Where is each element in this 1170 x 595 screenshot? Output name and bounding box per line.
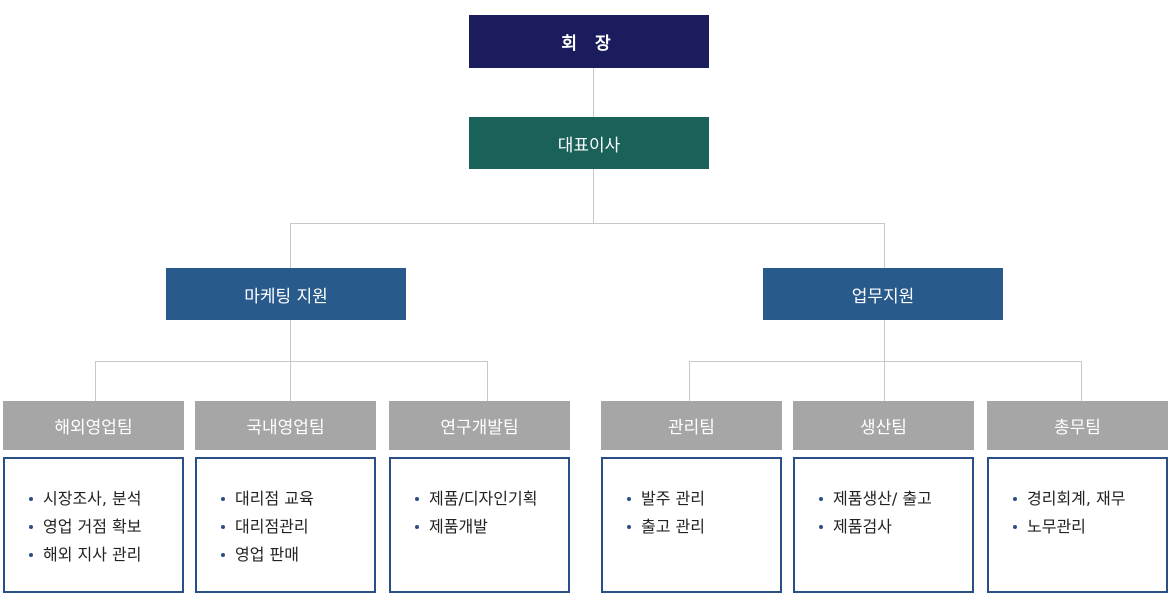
duty-item: 경리회계, 재무 <box>1013 485 1166 513</box>
team-management: 관리팀 <box>601 401 782 450</box>
division-operations-box: 업무지원 <box>763 268 1003 320</box>
duty-item: 노무관리 <box>1013 513 1166 541</box>
duties-production: 제품생산/ 출고 제품검사 <box>793 457 974 593</box>
connector-team-3 <box>487 361 488 401</box>
team-label: 연구개발팀 <box>440 418 519 438</box>
connector-team-2 <box>290 361 291 401</box>
duties-overseas-sales: 시장조사, 분석 영업 거점 확보 해외 지사 관리 <box>3 457 184 593</box>
chairman-label: 회 장 <box>561 34 617 54</box>
connector-to-operations <box>884 223 885 268</box>
team-general-affairs: 총무팀 <box>987 401 1168 450</box>
team-production: 생산팀 <box>793 401 974 450</box>
representative-box: 대표이사 <box>469 117 709 169</box>
connector-team-1 <box>95 361 96 401</box>
duties-domestic-sales: 대리점 교육 대리점관리 영업 판매 <box>195 457 376 593</box>
team-label: 관리팀 <box>668 418 715 438</box>
duty-item: 시장조사, 분석 <box>29 485 182 513</box>
duty-item: 제품생산/ 출고 <box>819 485 972 513</box>
connector-team-5 <box>884 361 885 401</box>
chairman-box: 회 장 <box>469 15 709 68</box>
duty-item: 영업 거점 확보 <box>29 513 182 541</box>
connector-to-marketing <box>290 223 291 268</box>
connector-team-6 <box>1081 361 1082 401</box>
representative-label: 대표이사 <box>557 135 621 156</box>
division-marketing-box: 마케팅 지원 <box>166 268 406 320</box>
duty-item: 제품개발 <box>415 513 568 541</box>
duty-list: 경리회계, 재무 노무관리 <box>989 459 1166 541</box>
connector-operations-bus <box>689 361 1082 362</box>
duty-item: 제품/디자인기획 <box>415 485 568 513</box>
division-label: 업무지원 <box>851 286 915 307</box>
duties-management: 발주 관리 출고 관리 <box>601 457 782 593</box>
duties-general-affairs: 경리회계, 재무 노무관리 <box>987 457 1168 593</box>
connector-team-4 <box>689 361 690 401</box>
team-domestic-sales: 국내영업팀 <box>195 401 376 450</box>
team-label: 생산팀 <box>860 418 907 438</box>
duty-list: 제품생산/ 출고 제품검사 <box>795 459 972 541</box>
duty-list: 대리점 교육 대리점관리 영업 판매 <box>197 459 374 569</box>
team-label: 총무팀 <box>1054 418 1101 438</box>
duty-item: 출고 관리 <box>627 513 780 541</box>
duties-rnd: 제품/디자인기획 제품개발 <box>389 457 570 593</box>
division-label: 마케팅 지원 <box>244 286 328 307</box>
duty-item: 제품검사 <box>819 513 972 541</box>
duty-list: 발주 관리 출고 관리 <box>603 459 780 541</box>
duty-item: 영업 판매 <box>221 541 374 569</box>
duty-list: 시장조사, 분석 영업 거점 확보 해외 지사 관리 <box>5 459 182 569</box>
connector-marketing-down <box>290 320 291 362</box>
duty-item: 대리점관리 <box>221 513 374 541</box>
team-overseas-sales: 해외영업팀 <box>3 401 184 450</box>
duty-item: 대리점 교육 <box>221 485 374 513</box>
connector-division-bus <box>290 223 885 224</box>
duty-list: 제품/디자인기획 제품개발 <box>391 459 568 541</box>
team-rnd: 연구개발팀 <box>389 401 570 450</box>
team-label: 국내영업팀 <box>246 418 325 438</box>
team-label: 해외영업팀 <box>54 418 133 438</box>
connector-marketing-bus <box>95 361 488 362</box>
duty-item: 발주 관리 <box>627 485 780 513</box>
connector-operations-down <box>884 320 885 362</box>
duty-item: 해외 지사 관리 <box>29 541 182 569</box>
connector-chairman-representative <box>593 68 594 117</box>
connector-representative-down <box>593 169 594 224</box>
